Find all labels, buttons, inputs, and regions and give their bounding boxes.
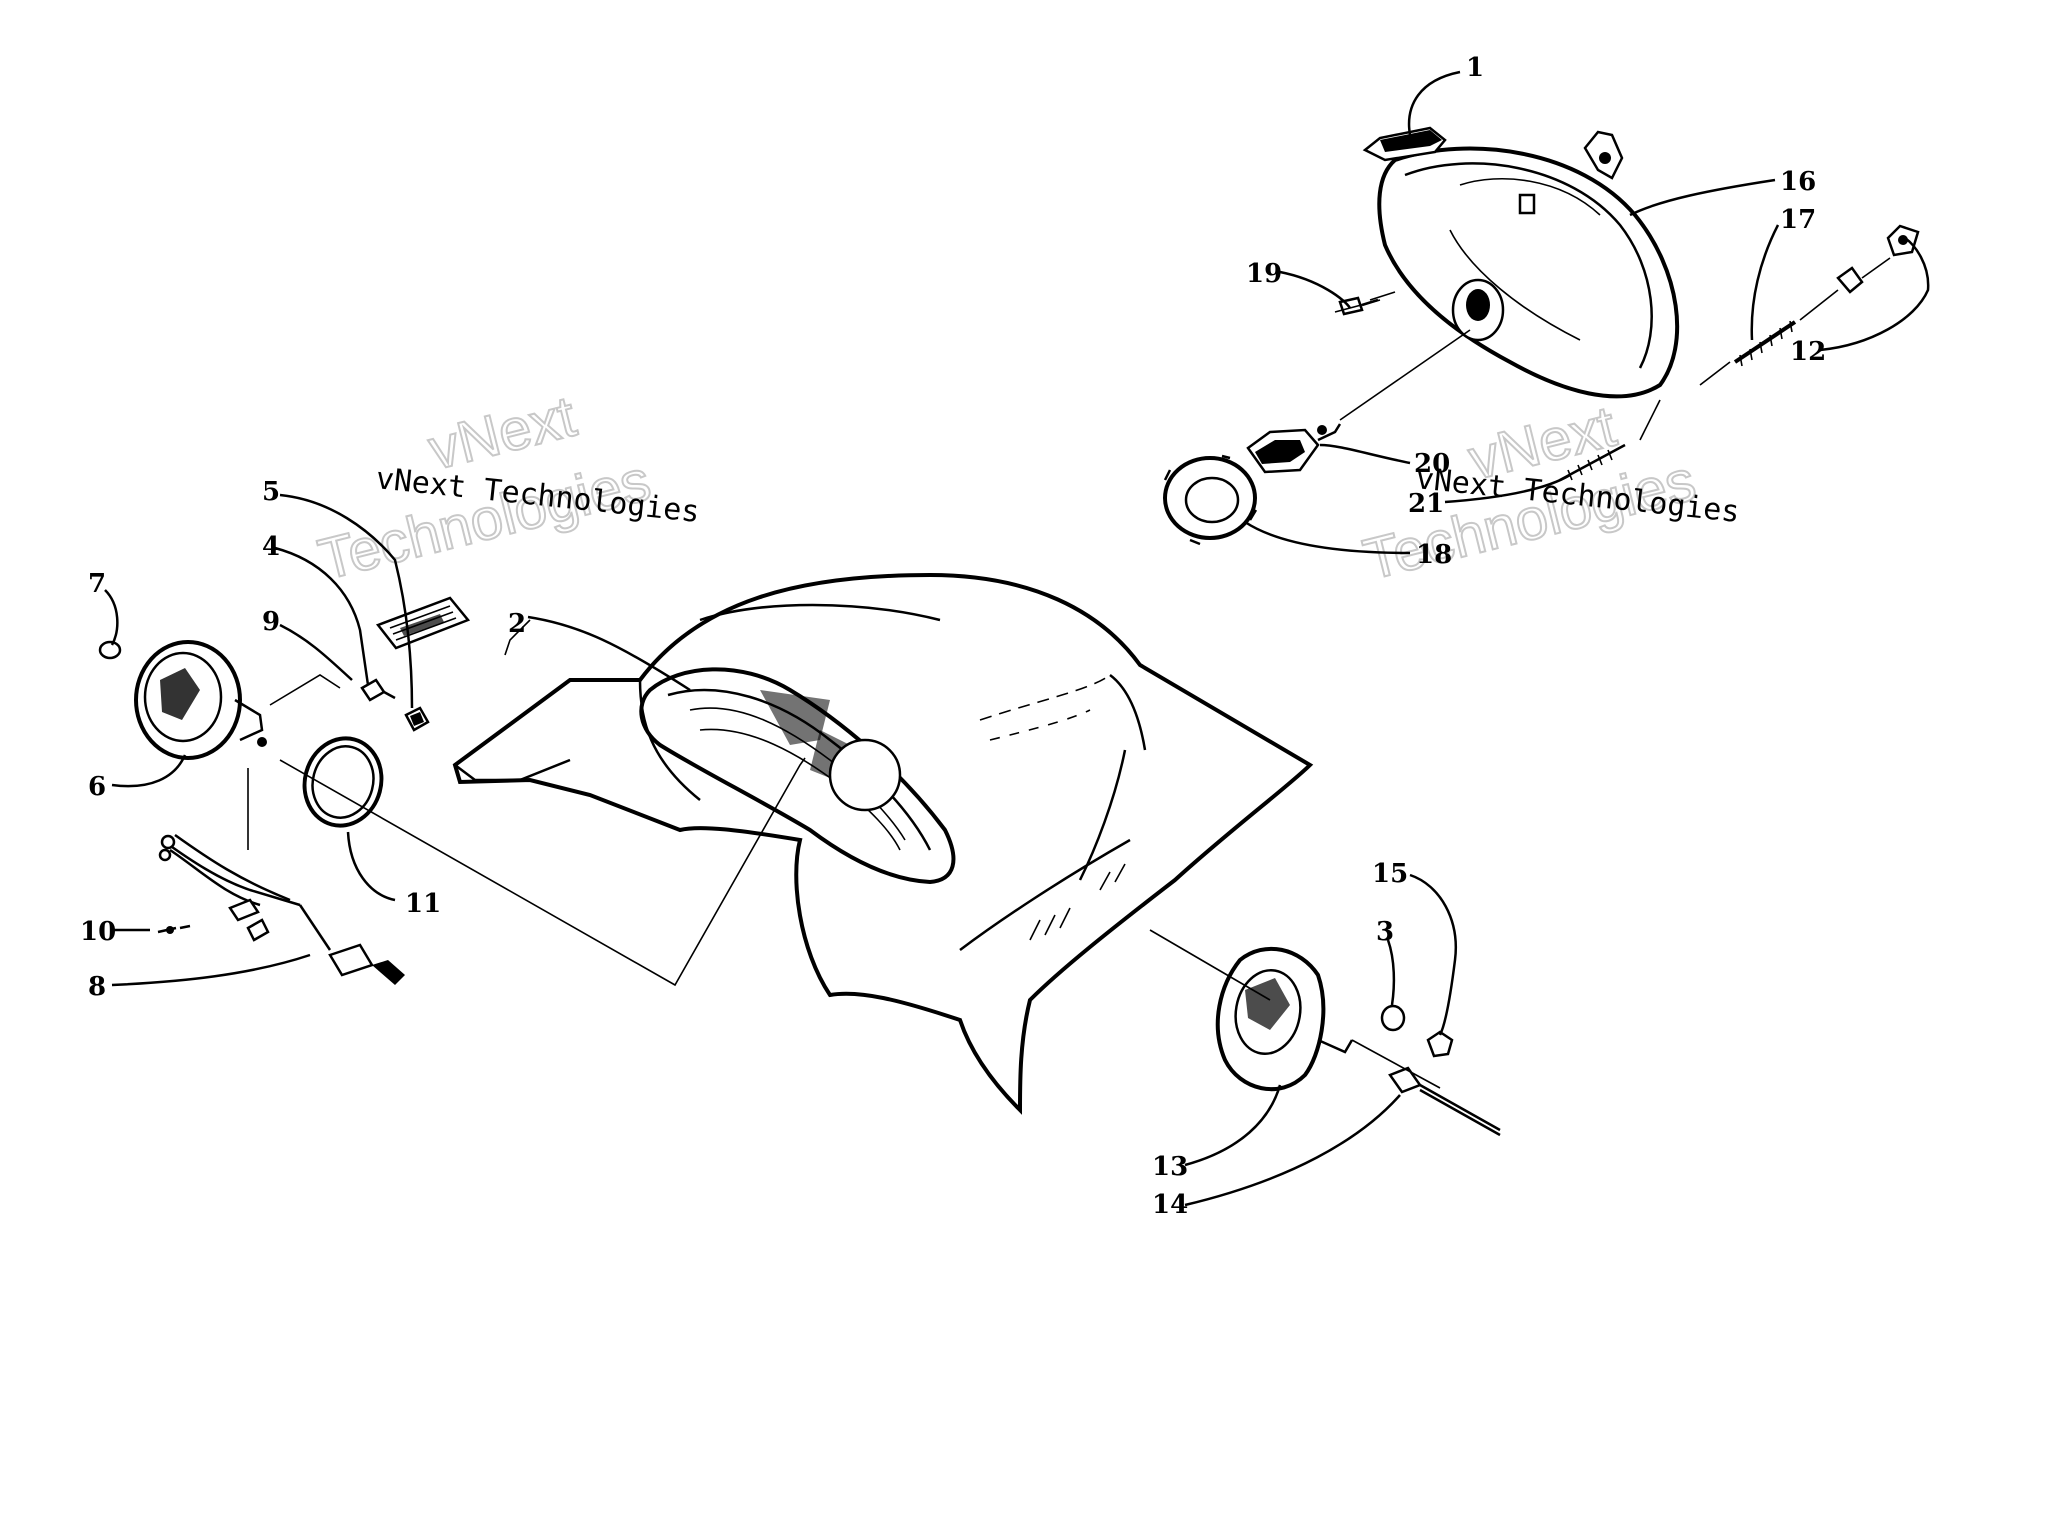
clip-9 [360, 678, 386, 702]
callout-13: 13 [1152, 1152, 1188, 1182]
callout-3: 3 [1376, 917, 1394, 947]
callout-1: 1 [1466, 53, 1484, 83]
connector-10 [157, 924, 191, 934]
callout-19: 19 [1246, 259, 1282, 289]
callout-11: 11 [405, 889, 441, 919]
callout-17: 17 [1780, 205, 1816, 235]
callout-8: 8 [88, 972, 106, 1002]
adjusting-screw-12 [1836, 266, 1864, 294]
bezel-ring [302, 736, 384, 828]
speedometer [134, 640, 242, 760]
callout-20: 20 [1414, 449, 1450, 479]
screw-21 [1559, 443, 1626, 482]
callout-2: 2 [508, 609, 526, 639]
adjuster-spring [1733, 320, 1797, 364]
retaining-ring [1163, 454, 1258, 546]
tachometer [1215, 946, 1326, 1092]
wiring-harness [158, 833, 405, 985]
headlight-housing [1377, 146, 1680, 399]
headlight-bulb [1246, 423, 1342, 474]
callout-18: 18 [1416, 540, 1452, 570]
callout-14: 14 [1152, 1190, 1188, 1220]
callout-9: 9 [262, 607, 280, 637]
callout-15: 15 [1372, 859, 1408, 889]
gauge-hole [828, 738, 902, 812]
nut-15 [1426, 1030, 1454, 1058]
tachometer-group [1149, 929, 1501, 1137]
washer-3 [1380, 1004, 1406, 1032]
callout-5: 5 [262, 477, 280, 507]
leader-lines [104, 70, 1930, 1207]
callout-6: 6 [88, 772, 106, 802]
watermark-left: vNext Technologies vNext Technologies [311, 383, 701, 594]
indicator-bulb [98, 640, 122, 660]
callout-4: 4 [262, 532, 280, 562]
speedometer-group [98, 596, 806, 987]
headlight-assembly [1163, 126, 1920, 546]
hood-outline [452, 572, 1314, 1115]
instrument-opening [639, 667, 956, 885]
callout-7: 7 [88, 569, 106, 599]
callout-16: 16 [1780, 167, 1816, 197]
callout-10: 10 [80, 917, 116, 947]
decal-plate [375, 596, 471, 650]
part-callouts: 1 2 3 4 5 6 7 8 9 10 11 12 13 14 15 16 1… [80, 53, 1826, 1220]
tach-cable-end [1388, 1066, 1422, 1094]
hood-dash-panel [452, 572, 1314, 1115]
callout-21: 21 [1408, 489, 1444, 519]
callout-12: 12 [1790, 337, 1826, 367]
